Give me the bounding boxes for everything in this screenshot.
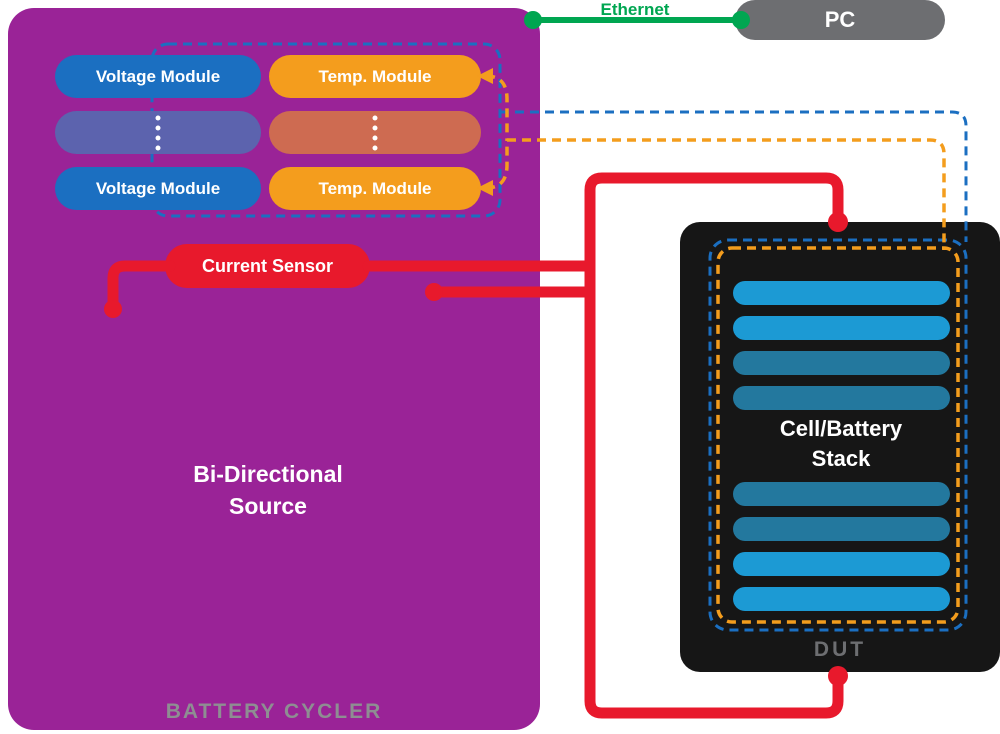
temp-module-faded	[269, 111, 481, 154]
voltage-module-bottom-label: Voltage Module	[95, 178, 221, 198]
cell-battery-stack-label: Cell/Battery Stack	[779, 416, 903, 471]
battery-cell-bar	[733, 482, 950, 506]
battery-cell-bar	[733, 587, 950, 611]
current-sensor-label: Current Sensor	[201, 255, 334, 276]
battery-cycler-label: BATTERY CYCLER	[165, 700, 383, 723]
battery-cell-bar	[733, 281, 950, 305]
temp-module-bottom-label: Temp. Module	[318, 178, 432, 198]
ethernet-label: Ethernet	[600, 0, 670, 19]
voltage-module-bottom: Voltage Module	[55, 167, 261, 210]
voltage-module-faded	[55, 111, 261, 154]
battery-cell-bar	[733, 517, 950, 541]
battery-cell-bar	[733, 552, 950, 576]
current-sensor: Current Sensor	[165, 244, 370, 288]
temp-module-top-label: Temp. Module	[318, 66, 432, 86]
battery-stack-top	[733, 281, 950, 421]
temp-module-top: Temp. Module	[269, 55, 481, 98]
dut-label: DUT	[813, 638, 867, 661]
temp-module-bottom: Temp. Module	[269, 167, 481, 210]
battery-cell-bar	[733, 316, 950, 340]
battery-stack-bottom	[733, 482, 950, 622]
battery-cell-bar	[733, 351, 950, 375]
battery-cell-bar	[733, 386, 950, 410]
voltage-module-top: Voltage Module	[55, 55, 261, 98]
bidirectional-source-label: Bi-Directional Source	[193, 461, 343, 520]
voltage-module-top-label: Voltage Module	[95, 66, 221, 86]
pc-box: PC	[735, 0, 945, 40]
pc-label: PC	[824, 7, 856, 32]
